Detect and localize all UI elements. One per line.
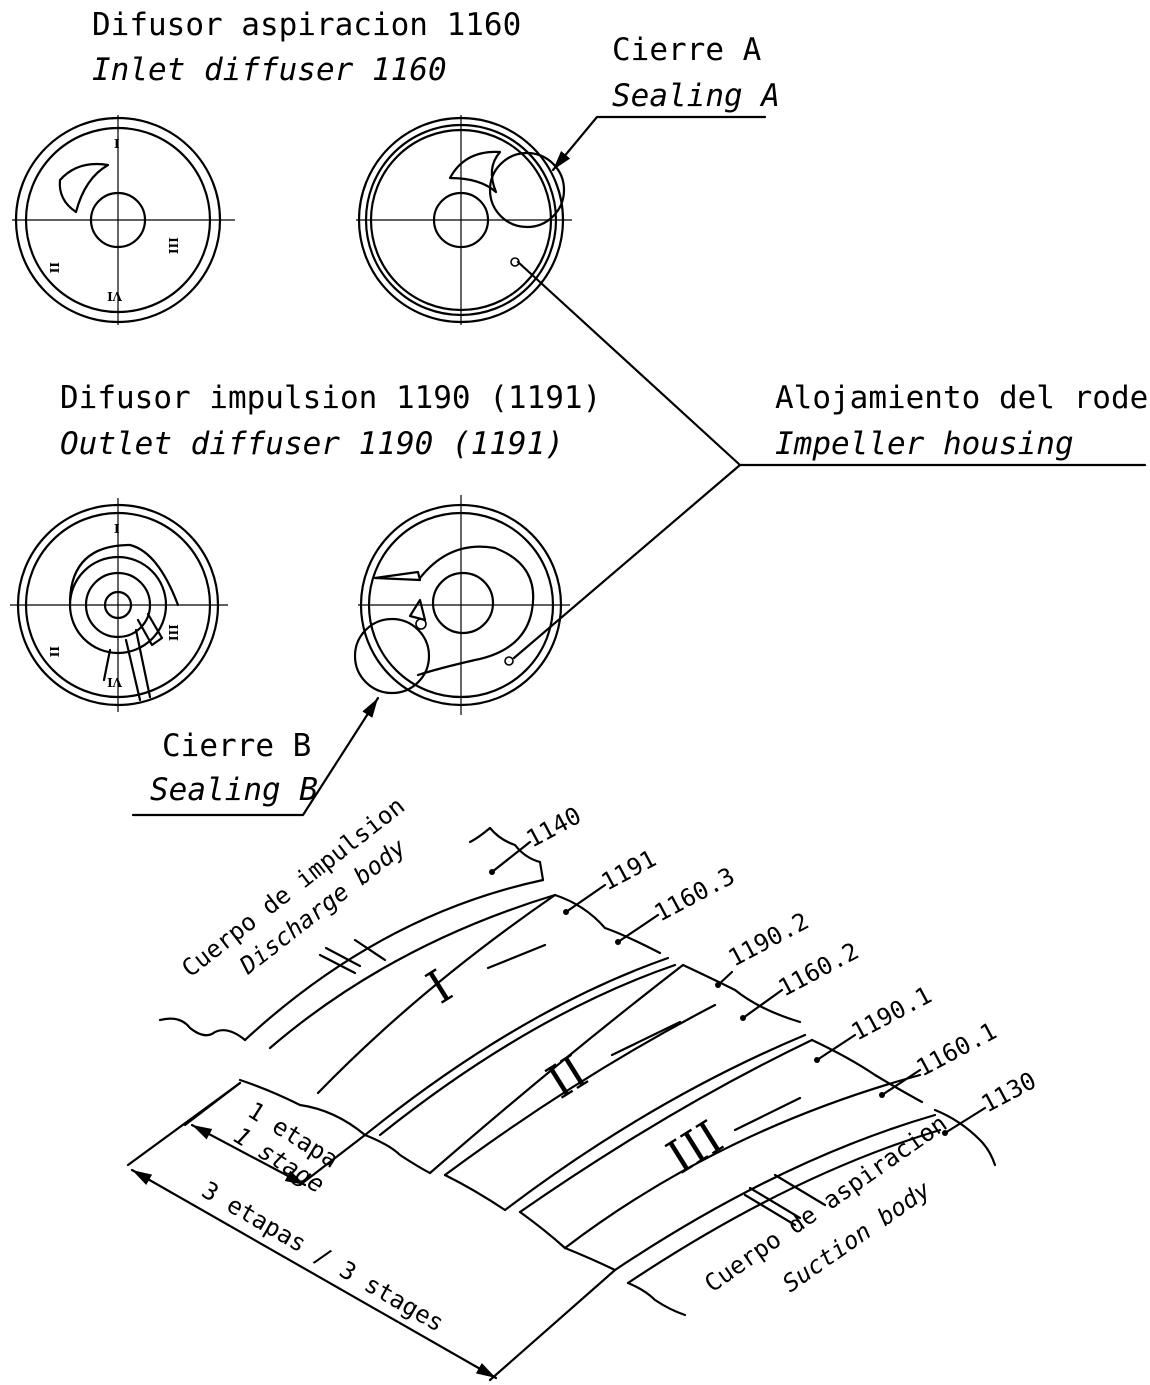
outlet-diffuser-label-en: Outlet diffuser 1190 (1191) <box>60 426 564 462</box>
outlet-diffuser-label-es: Difusor impulsion 1190 (1191) <box>60 380 601 416</box>
sealing-b-leader <box>131 696 380 817</box>
sealing-a-label-en: Sealing A <box>612 78 780 114</box>
sealing-b-label-es: Cierre B <box>162 728 311 764</box>
part-leaders <box>489 840 987 1136</box>
inlet-diffuser-label-en: Inlet diffuser 1160 <box>92 52 447 88</box>
part-1130: 1130 <box>977 1066 1041 1118</box>
part-1160-2: 1160.2 <box>774 937 864 1002</box>
three-stages-label: 3 etapas / 3 stages <box>197 1176 449 1338</box>
sealing-a-label-es: Cierre A <box>612 32 762 68</box>
part-1160-1: 1160.1 <box>912 1017 1002 1082</box>
sealing-b-label-en: Sealing B <box>150 772 318 808</box>
outlet-mark-II: II <box>47 646 61 658</box>
part-1140: 1140 <box>522 801 586 853</box>
inlet-diffuser-label-es: Difusor aspiracion 1160 <box>92 7 521 43</box>
inlet-mark-III: III <box>167 237 181 254</box>
part-1190-1: 1190.1 <box>847 981 937 1046</box>
pump-section-view <box>158 826 997 1317</box>
impeller-housing-label-en: Impeller housing <box>775 426 1074 462</box>
impeller-leader-bottom <box>512 463 742 660</box>
sealing-a-drawing <box>356 115 572 325</box>
outlet-mark-I: I <box>114 522 120 536</box>
outlet-mark-VI: VI <box>107 675 123 689</box>
inlet-mark-I: I <box>114 137 120 151</box>
inlet-mark-VI: VI <box>107 289 123 303</box>
stage-mark-II: II <box>537 1044 596 1109</box>
stage-mark-III: III <box>657 1110 732 1185</box>
impeller-housing-label-es: Alojamiento del rodete <box>775 380 1150 416</box>
outlet-diffuser-drawing <box>10 498 228 712</box>
inlet-mark-II: II <box>47 262 61 274</box>
dimension-lines <box>126 1081 617 1382</box>
stage-mark-I: I <box>417 959 461 1014</box>
part-1190-2: 1190.2 <box>724 907 814 972</box>
outlet-mark-III: III <box>167 624 181 641</box>
sealing-b-drawing <box>353 495 570 715</box>
inlet-diffuser-drawing <box>12 115 235 325</box>
part-1191: 1191 <box>597 844 661 896</box>
part-1160-3: 1160.3 <box>650 862 740 927</box>
sealing-a-leader <box>551 115 767 172</box>
